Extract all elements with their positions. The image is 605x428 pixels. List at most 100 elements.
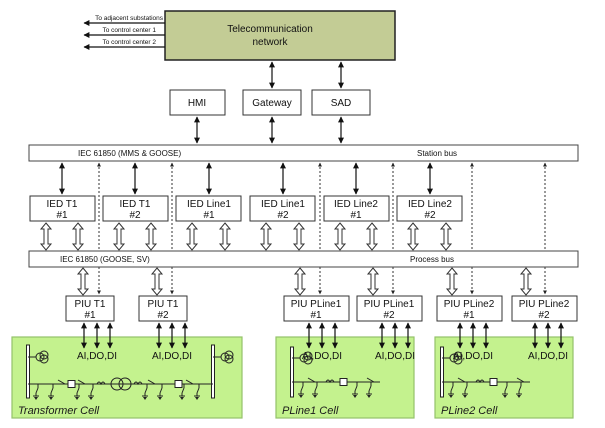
process-bus: IEC 61850 (GOOSE, SV) Process bus (28, 250, 579, 268)
ied-label: IED Line1 (187, 199, 231, 210)
grounding-switch-icon (312, 382, 318, 398)
telecom-network-box: Telecommunication network (164, 10, 396, 61)
transformer-cell: Transformer Cell (11, 336, 243, 419)
piu-number: #2 (538, 310, 550, 321)
hollow-double-arrow-icon (519, 267, 533, 296)
hollow-double-arrow-icon (39, 222, 53, 251)
grounding-switch-icon (194, 384, 200, 400)
sad-label: SAD (331, 98, 352, 109)
hollow-double-arrow-icon (366, 267, 380, 296)
output-label-cc1: To control center 1 (103, 27, 157, 34)
grounding-switch-icon (157, 384, 163, 400)
io-label: AI,DO,DI (77, 351, 117, 362)
voltage-transformer-icon (299, 351, 313, 365)
ied-number: #2 (424, 210, 436, 221)
hmi-box: HMI (169, 89, 226, 116)
grounding-switch-icon (462, 382, 468, 398)
piu-label: PIU PLine1 (364, 299, 415, 310)
telecom-title-line2: network (252, 37, 288, 48)
disconnector-icon (77, 379, 86, 385)
grounding-switch-icon (352, 382, 358, 398)
piu-number: #1 (310, 310, 322, 321)
grounding-switch-icon (74, 384, 80, 400)
gateway-label: Gateway (252, 98, 291, 109)
hollow-double-arrow-icon (333, 222, 347, 251)
transformer-cell-label: Transformer Cell (18, 405, 100, 417)
ied-number: #1 (203, 210, 215, 221)
piu-pline1-2: PIU PLine1 #2 (356, 295, 423, 322)
ied-line1-2: IED Line1 #2 (249, 195, 316, 222)
current-transformer-icon (133, 381, 143, 386)
hmi-label: HMI (188, 98, 206, 109)
grounding-switch-icon (516, 382, 522, 398)
ied-number: #1 (350, 210, 362, 221)
hollow-double-arrow-icon (112, 222, 126, 251)
circuit-breaker-icon (67, 380, 76, 388)
disconnector-icon (185, 379, 194, 385)
grounding-switch-icon (33, 384, 39, 400)
piu-number: #2 (383, 310, 395, 321)
circuit-breaker-icon (339, 378, 348, 386)
station-to-piu-dotted-links (97, 162, 547, 295)
hollow-double-arrow-icon (76, 267, 90, 296)
process-bus-name: Process bus (410, 255, 454, 264)
voltage-transformer-icon (449, 351, 463, 365)
hollow-double-arrow-icon (365, 222, 379, 251)
disconnector-icon (147, 379, 156, 385)
piu-pline2-1: PIU PLine2 #1 (436, 295, 503, 322)
ied-label: IED Line2 (334, 199, 378, 210)
station-bus: IEC 61850 (MMS & GOOSE) Station bus (28, 144, 579, 162)
grounding-switch-icon (142, 384, 148, 400)
station-to-ied-links (59, 162, 433, 195)
pline2-cell-label: PLine2 Cell (441, 405, 498, 417)
ied-number: #2 (129, 210, 141, 221)
busbar-icon (211, 344, 215, 399)
station-bus-protocol: IEC 61850 (MMS & GOOSE) (78, 149, 181, 158)
hollow-double-arrow-icon (292, 222, 306, 251)
ied-number: #1 (56, 210, 68, 221)
piu-pline2-2: PIU PLine2 #2 (511, 295, 578, 322)
io-label: AI,DO,DI (302, 351, 342, 362)
disconnector-icon (366, 377, 375, 383)
hollow-double-arrow-icon (293, 267, 307, 296)
ied-label: IED T1 (120, 199, 151, 210)
piu-label: PIU PLine2 (519, 299, 570, 310)
io-label: AI,DO,DI (152, 351, 192, 362)
piu-number: #1 (84, 310, 96, 321)
current-transformer-icon (96, 381, 106, 386)
piu-t1-1: PIU T1 #1 (65, 295, 115, 322)
voltage-transformer-icon (35, 350, 49, 364)
piu-label: PIU PLine2 (444, 299, 495, 310)
grounding-switch-icon (366, 382, 372, 398)
piu-io-links (81, 322, 564, 349)
hollow-double-arrow-icon (144, 222, 158, 251)
grounding-switch-icon (88, 384, 94, 400)
ied-label: IED Line2 (408, 199, 452, 210)
ied-number: #2 (277, 210, 289, 221)
disconnector-icon (457, 377, 466, 383)
hollow-double-arrow-icon (71, 222, 85, 251)
hollow-double-arrow-icon (185, 222, 199, 251)
hollow-double-arrow-icon (259, 222, 273, 251)
station-bus-name: Station bus (417, 149, 457, 158)
circuit-breaker-icon (174, 380, 183, 388)
grounding-switch-icon (502, 382, 508, 398)
piu-number: #2 (157, 310, 169, 321)
busbar-icon (290, 346, 294, 398)
ied-line2-1: IED Line2 #1 (323, 195, 390, 222)
ied-label: IED Line1 (261, 199, 305, 210)
piu-label: PIU T1 (75, 299, 106, 310)
piu-t1-2: PIU T1 #2 (138, 295, 188, 322)
disconnector-icon (307, 377, 316, 383)
ied-t1-1: IED T1 #1 (29, 195, 96, 222)
ied-process-bus-links (39, 222, 453, 251)
hollow-double-arrow-icon (150, 267, 164, 296)
pline2-cell: PLine2 Cell (434, 336, 574, 419)
telecom-outputs: To adjacent substations To control cente… (83, 15, 165, 50)
telecom-title-line1: Telecommunication (227, 24, 313, 35)
io-labels: AI,DO,DI AI,DO,DI AI,DO,DI AI,DO,DI AI,D… (77, 351, 568, 362)
ied-t1-2: IED T1 #2 (102, 195, 169, 222)
single-line-diagrams (26, 344, 530, 400)
ied-line1-1: IED Line1 #1 (175, 195, 242, 222)
output-label-cc2: To control center 2 (103, 39, 157, 46)
